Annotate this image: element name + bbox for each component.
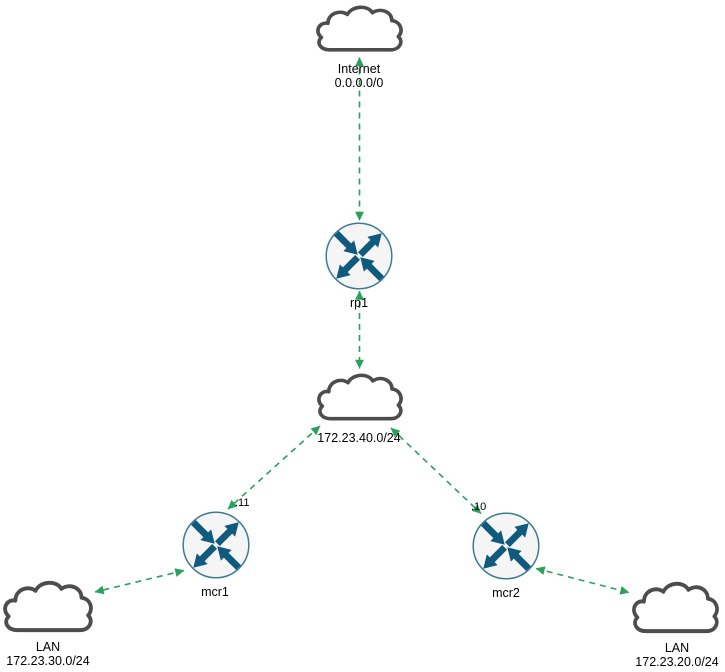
lan30-name: LAN — [35, 640, 61, 654]
internet-cidr: 0.0.0.0/0 — [334, 76, 384, 90]
cloud-net40[interactable] — [315, 371, 403, 425]
cloud-lan30[interactable] — [1, 578, 93, 637]
label-rp1: rp1 — [349, 296, 369, 310]
cloud-icon — [317, 373, 403, 421]
edge-net40-mcr1[interactable] — [227, 425, 321, 510]
internet-name: Internet — [337, 62, 381, 76]
router-icon — [472, 512, 540, 580]
router-mcr1[interactable] — [182, 511, 250, 579]
label-lan20: LAN 172.23.20.0/24 — [635, 641, 718, 669]
router-arrows-icon — [333, 230, 385, 282]
label-mcr2-interface: .10 — [471, 501, 487, 513]
lan30-cidr: 172.23.30.0/24 — [6, 654, 90, 668]
cloud-icon — [3, 580, 93, 633]
edge-mcr1-lan30[interactable] — [94, 568, 185, 595]
edge-mcr2-lan20[interactable] — [535, 566, 630, 595]
router-arrows-icon — [480, 520, 532, 572]
cloud-internet[interactable] — [314, 3, 403, 56]
label-mcr2: mcr2 — [492, 586, 520, 600]
edge-net40-mcr2[interactable] — [390, 427, 482, 515]
label-internet: Internet 0.0.0.0/0 — [335, 62, 384, 90]
label-lan30: LAN 172.23.30.0/24 — [6, 640, 89, 668]
router-icon — [182, 511, 250, 579]
cloud-icon — [316, 5, 403, 52]
label-net40: 172.23.40.0/24 — [317, 431, 401, 445]
router-rp1[interactable] — [325, 222, 393, 290]
router-arrows-icon — [190, 519, 242, 571]
label-mcr1: mcr1 — [201, 585, 229, 599]
cloud-lan20[interactable] — [630, 579, 719, 638]
router-mcr2[interactable] — [472, 512, 540, 580]
router-icon — [325, 222, 393, 290]
label-mcr1-interface: .11 — [235, 497, 250, 509]
lan20-name: LAN — [664, 641, 690, 655]
lan20-cidr: 172.23.20.0/24 — [635, 655, 719, 669]
cloud-icon — [632, 581, 719, 634]
